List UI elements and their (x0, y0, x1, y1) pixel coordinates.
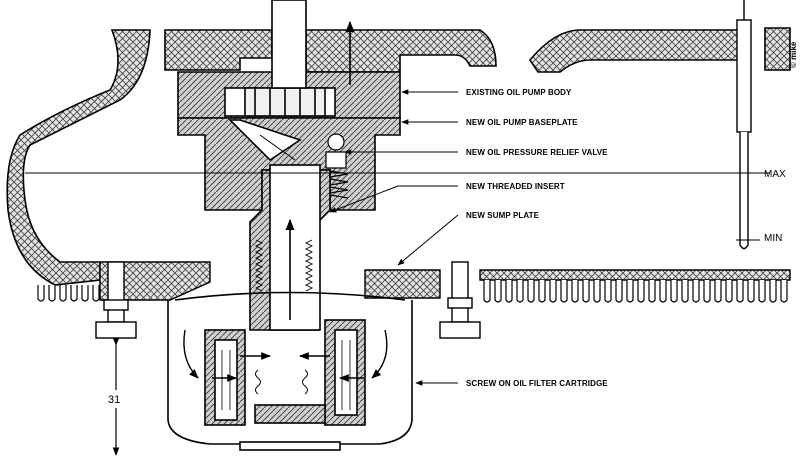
label-existing-oil-pump-body: EXISTING OIL PUMP BODY (466, 88, 572, 97)
crankcase-casting (164, 27, 791, 73)
dimension-value: 31 (108, 394, 120, 406)
label-threaded-insert: NEW THREADED INSERT (466, 182, 565, 191)
sump-fin (549, 280, 557, 303)
sump-bolt-right (439, 261, 481, 339)
sump-fin (692, 280, 700, 303)
label-relief-valve: NEW OIL PRESSURE RELIEF VALVE (466, 148, 608, 157)
sump-fins (37, 280, 788, 303)
sump-fin (505, 280, 513, 303)
dipstick (736, 0, 752, 250)
sump-fin (736, 280, 744, 303)
sump-fin (59, 285, 67, 302)
sump-fin (725, 280, 733, 303)
existing-oil-pump-body (177, 71, 401, 119)
sump-fin (747, 280, 755, 303)
sump-fin (703, 280, 711, 303)
sump-fin (582, 280, 590, 303)
label-oil-filter-cartridge: SCREW ON OIL FILTER CARTRIDGE (466, 379, 608, 388)
sump-fin (714, 280, 722, 303)
sump-fin (670, 280, 678, 303)
sump-fin (81, 285, 89, 302)
sump-fin (659, 280, 667, 303)
oil-flow-arrow (285, 20, 355, 320)
label-sump-plate: NEW SUMP PLATE (466, 211, 540, 220)
sump-fin (483, 280, 491, 303)
sump-fin (494, 280, 502, 303)
label-leaders (329, 89, 459, 386)
sump-fin (48, 285, 56, 302)
sump-fin (758, 280, 766, 303)
left-sump-wall (6, 29, 151, 286)
sump-fin (37, 285, 45, 302)
sump-fin (92, 285, 100, 302)
filter-flow-arrows (183, 329, 388, 382)
sump-fin (769, 280, 777, 303)
credit-text: © mike (789, 41, 798, 68)
sump-fin (593, 280, 601, 303)
label-new-oil-pump-baseplate: NEW OIL PUMP BASEPLATE (466, 118, 578, 127)
sump-fin (560, 280, 568, 303)
sump-fin (626, 280, 634, 303)
sump-fin (615, 280, 623, 303)
sump-fin (571, 280, 579, 303)
sump-fin (70, 285, 78, 302)
sump-fin (648, 280, 656, 303)
sump-fin (637, 280, 645, 303)
sump-fin (527, 280, 535, 303)
sump-plate (99, 261, 791, 301)
sump-fin (516, 280, 524, 303)
sump-fin (604, 280, 612, 303)
sump-fin (538, 280, 546, 303)
oil-pickup-pipe (271, 0, 307, 89)
dipstick-min-label: MIN (764, 233, 782, 244)
sump-fin (681, 280, 689, 303)
sump-fin (780, 280, 788, 303)
dipstick-max-label: MAX (764, 169, 786, 180)
sump-bolt-left (95, 261, 137, 339)
